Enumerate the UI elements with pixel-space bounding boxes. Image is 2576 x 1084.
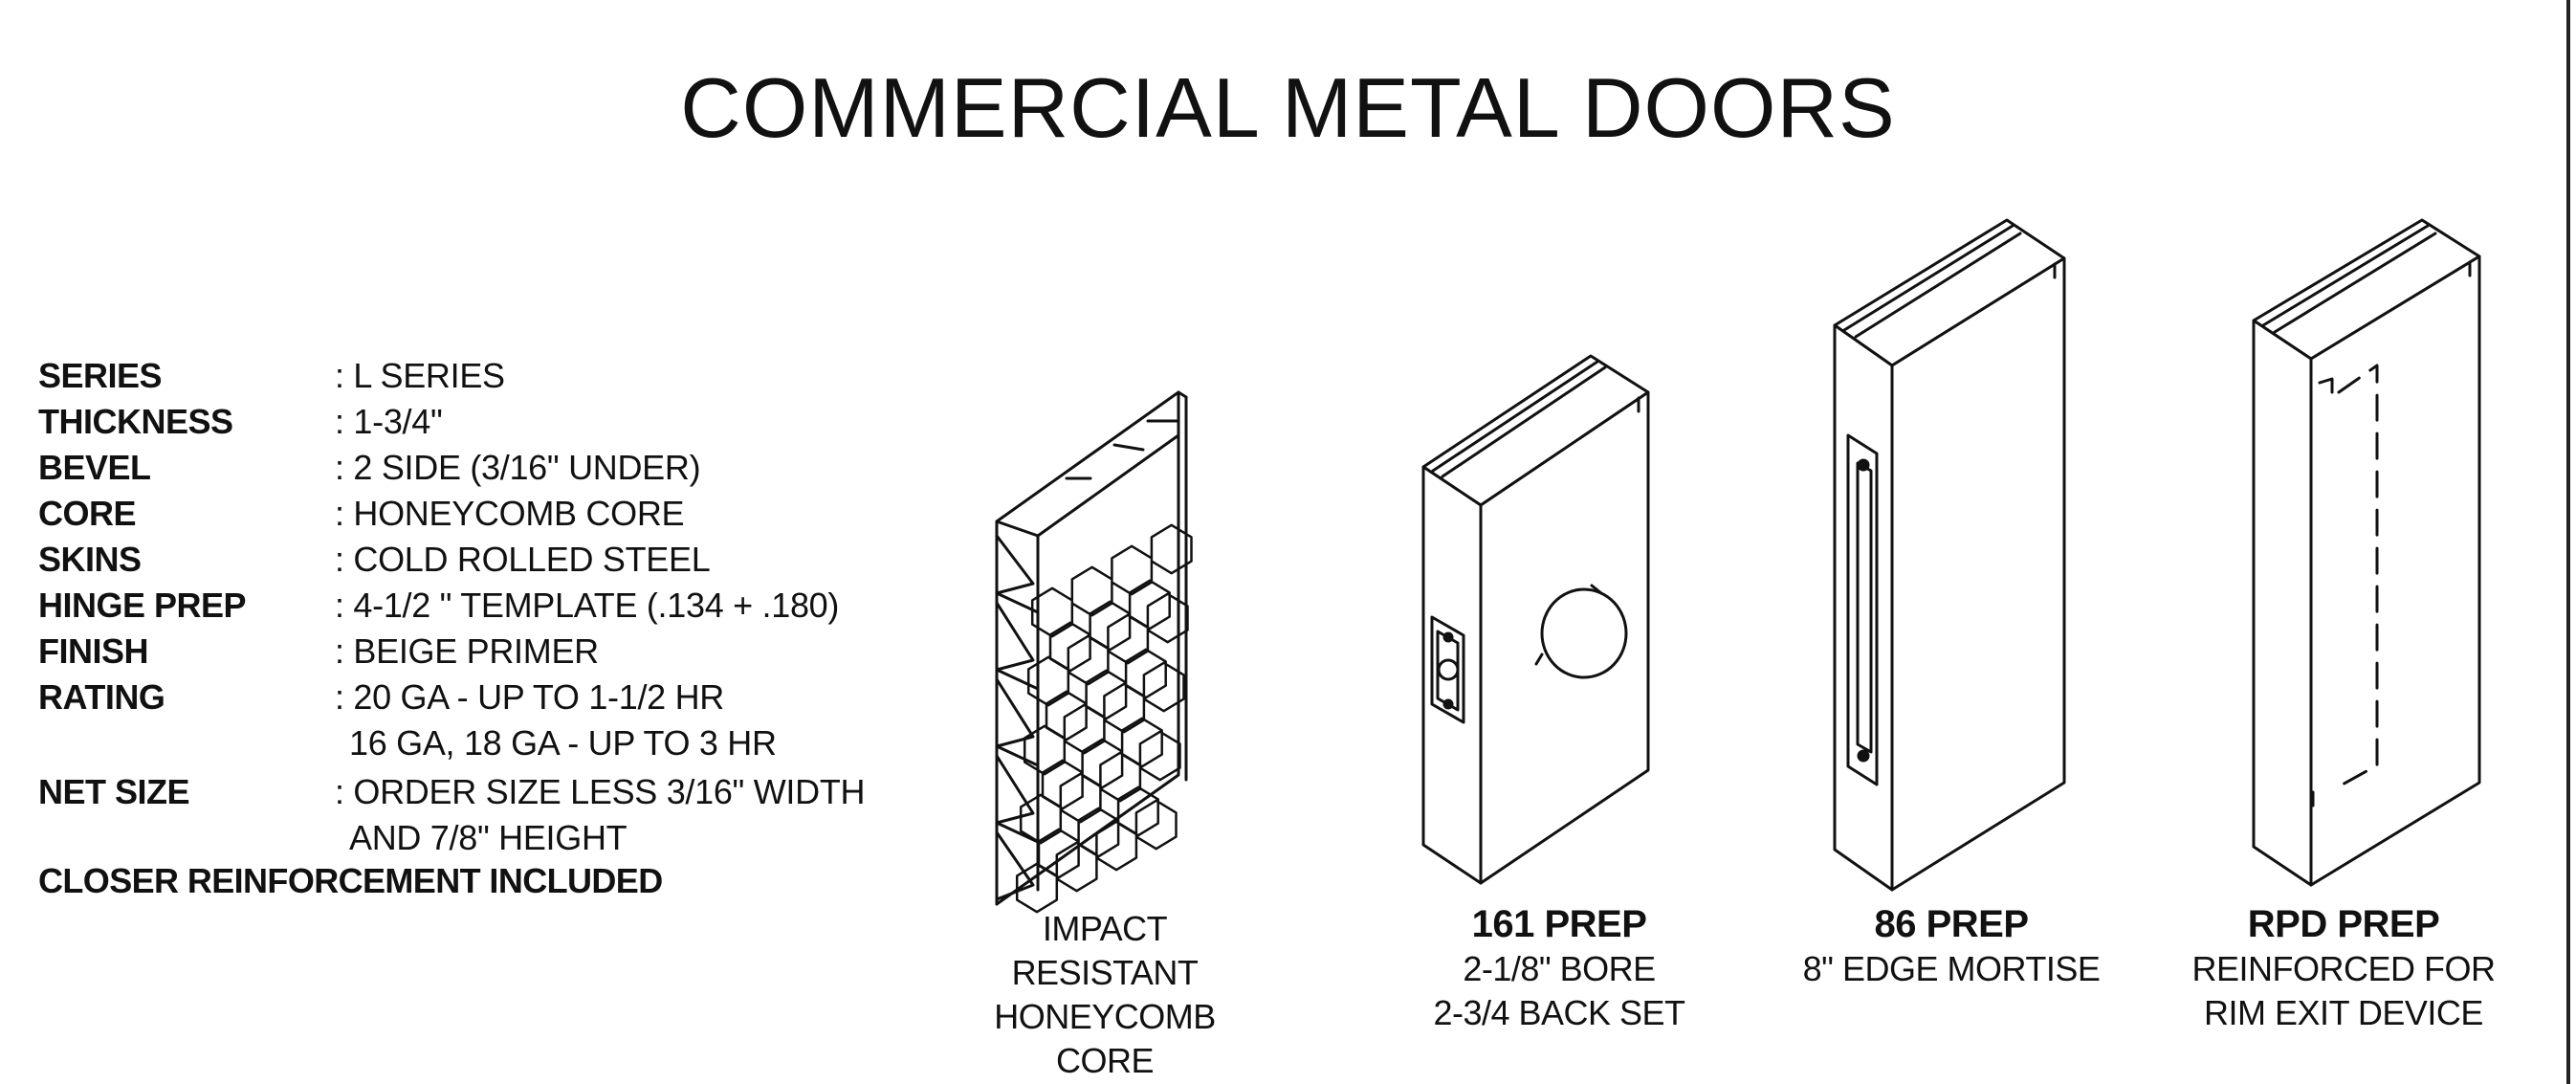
caption-line: HONEYCOMB	[994, 997, 1216, 1036]
door-161-prep-icon	[1421, 354, 1650, 885]
caption-line: 2-3/4 BACK SET	[1433, 993, 1685, 1032]
spec-label: RATING	[38, 677, 165, 717]
door-rpd-prep-icon	[2252, 218, 2481, 887]
spec-value: : HONEYCOMB CORE	[335, 494, 685, 533]
spec-label: THICKNESS	[38, 402, 233, 441]
spec-value: : 2 SIDE (3/16" UNDER)	[335, 448, 701, 487]
spec-value: : BEIGE PRIMER	[335, 631, 599, 671]
spec-value-continuation: 16 GA, 18 GA - UP TO 3 HR	[349, 723, 777, 763]
caption-line: RESISTANT	[1011, 953, 1199, 992]
spec-label: SKINS	[38, 540, 142, 579]
caption-rpd-prep: RPD PREP REINFORCED FOR RIM EXIT DEVICE	[2191, 901, 2497, 1035]
door-86-prep-icon	[1833, 218, 2066, 892]
caption-line: CORE	[1055, 1041, 1155, 1080]
caption-line: REINFORCED FOR	[2191, 949, 2497, 988]
spec-value: : COLD ROLLED STEEL	[335, 540, 711, 579]
page-border	[2566, 0, 2570, 1084]
caption-heading: 161 PREP	[1471, 903, 1647, 945]
caption-line: 8" EDGE MORTISE	[1802, 949, 2101, 988]
spec-value: : 1-3/4"	[335, 402, 443, 441]
page-title: COMMERCIAL METAL DOORS	[680, 60, 1896, 155]
closer-note: CLOSER REINFORCEMENT INCLUDED	[38, 861, 663, 900]
spec-label: HINGE PREP	[38, 586, 247, 625]
spec-label: CORE	[38, 494, 137, 533]
caption-86-prep: 86 PREP 8" EDGE MORTISE	[1779, 901, 2124, 991]
caption-line: IMPACT	[1042, 909, 1168, 948]
honeycomb-cells	[1015, 523, 1193, 914]
spec-label: BEVEL	[38, 448, 151, 487]
spec-value: : L SERIES	[335, 356, 505, 395]
caption-line: 2-1/8" BORE	[1463, 949, 1656, 988]
spec-label: SERIES	[38, 356, 163, 395]
spec-value: : ORDER SIZE LESS 3/16" WIDTH	[335, 772, 866, 811]
spec-value-continuation: AND 7/8" HEIGHT	[349, 818, 627, 857]
spec-label: NET SIZE	[38, 772, 190, 811]
caption-heading: 86 PREP	[1874, 903, 2029, 945]
caption-161-prep: 161 PREP 2-1/8" BORE 2-3/4 BACK SET	[1377, 901, 1741, 1035]
caption-honeycomb-core: IMPACT RESISTANT HONEYCOMB CORE	[961, 907, 1248, 1083]
spec-value: : 4-1/2 " TEMPLATE (.134 + .180)	[335, 586, 840, 625]
caption-heading: RPD PREP	[2247, 903, 2440, 945]
spec-label: FINISH	[38, 631, 149, 671]
honeycomb-core-icon	[995, 390, 1193, 914]
caption-line: RIM EXIT DEVICE	[2204, 993, 2483, 1032]
spec-value: : 20 GA - UP TO 1-1/2 HR	[335, 677, 724, 717]
